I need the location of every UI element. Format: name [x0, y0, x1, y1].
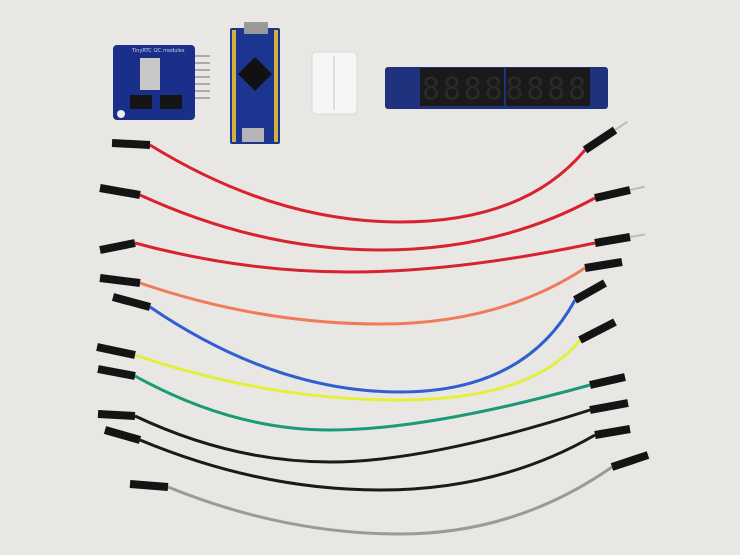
left-connector	[97, 410, 136, 420]
jumper-wires	[96, 120, 650, 536]
right-connector	[589, 373, 626, 389]
wire-cable	[134, 374, 591, 432]
right-connector	[594, 425, 631, 439]
male-pin	[629, 233, 645, 238]
left-connector	[99, 184, 141, 199]
right-connector	[589, 399, 629, 414]
left-connector	[111, 139, 151, 149]
rtc-module: TinyRTC I2C modules	[113, 45, 210, 120]
right-connector	[582, 126, 618, 154]
wire-cable	[134, 339, 582, 402]
rtc-lettering: TinyRTC I2C modules	[131, 48, 185, 54]
mini-breadboard	[311, 51, 358, 115]
left-connector	[97, 365, 136, 380]
right-connector	[578, 318, 617, 344]
jumper-wire	[111, 120, 629, 224]
left-connector	[103, 426, 142, 444]
wire-cable	[139, 193, 596, 252]
right-connector	[594, 186, 631, 202]
seven-segment-display: 88888888	[385, 67, 608, 109]
wire-cable	[134, 408, 591, 464]
right-connector	[594, 233, 631, 247]
male-pin	[629, 185, 645, 191]
jumper-wire	[96, 318, 617, 402]
wire-cable	[139, 433, 596, 492]
left-connector	[99, 274, 141, 287]
wire-cable	[149, 299, 577, 394]
male-pin	[614, 120, 629, 131]
wire-cable	[139, 266, 586, 326]
jumper-wire	[111, 279, 607, 394]
left-connector	[99, 239, 136, 254]
wire-cable	[167, 465, 613, 536]
jumper-wire	[103, 425, 631, 492]
wire-cable	[149, 143, 587, 224]
jumper-wire	[99, 258, 623, 326]
jumper-wire	[99, 184, 645, 252]
left-connector	[129, 480, 169, 491]
left-connector	[111, 293, 152, 311]
right-connector	[610, 451, 650, 471]
right-connector	[573, 279, 607, 304]
jumper-wire	[129, 451, 650, 536]
jumper-wire	[99, 233, 645, 274]
jumper-wire	[97, 365, 626, 432]
jumper-wire	[97, 399, 629, 464]
left-connector	[96, 343, 136, 359]
arduino-nano-board	[230, 22, 280, 144]
right-connector	[584, 258, 623, 272]
wire-cable	[134, 241, 596, 274]
